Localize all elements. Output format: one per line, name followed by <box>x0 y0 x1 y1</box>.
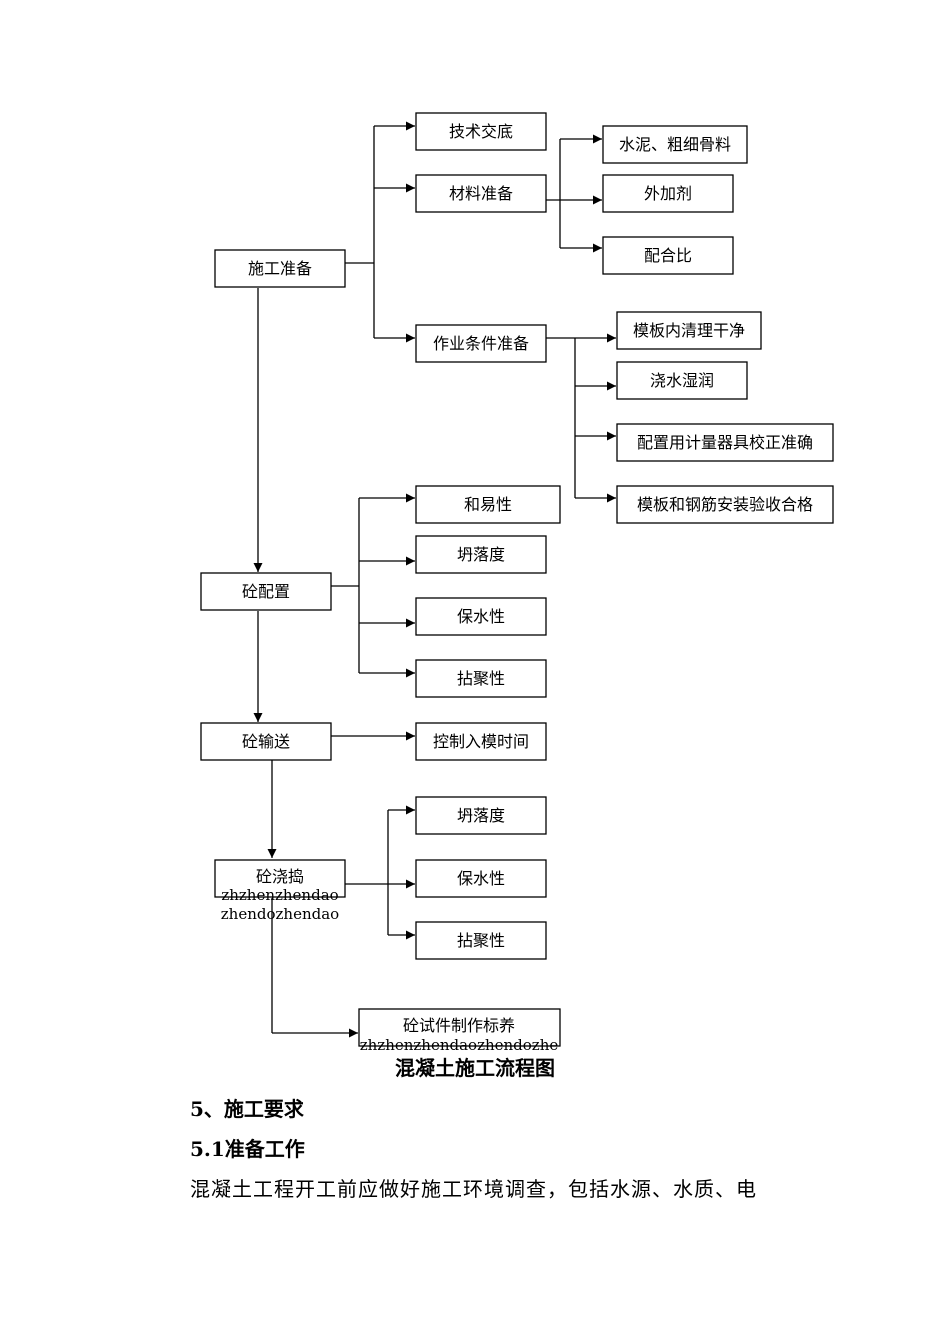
box-slump-2 <box>415 796 547 835</box>
label-specimen-note: zhzhenzhendaozhendozhe <box>360 1036 559 1054</box>
label-water-retention-1: 保水性 <box>457 607 505 626</box>
label-concrete-pour: 砼浇捣 <box>256 867 304 886</box>
label-slump-1: 坍落度 <box>457 545 505 564</box>
box-work-condition-prep <box>415 324 547 363</box>
label-workability: 和易性 <box>464 495 512 514</box>
label-slump-2: 坍落度 <box>457 806 505 825</box>
label-water-wetting: 浇水湿润 <box>650 371 714 390</box>
box-workability <box>415 485 561 524</box>
boxes <box>200 112 834 1047</box>
label-tech-briefing: 技术交底 <box>449 122 513 141</box>
label-cement-aggregate: 水泥、粗细骨料 <box>619 135 731 154</box>
box-concrete-mix <box>200 572 332 611</box>
label-prep: 施工准备 <box>248 259 312 278</box>
label-pour-note-1: zhzhenzhendao <box>221 886 338 904</box>
construction-flowchart: 施工准备 技术交底 材料准备 水泥、粗细骨料 外加剂 配合比 作业条件准备 模板… <box>200 112 834 1054</box>
box-specimen <box>358 1008 561 1047</box>
box-cohesion-2 <box>415 921 547 960</box>
box-mix-ratio <box>602 236 734 275</box>
box-concrete-pour <box>214 859 346 898</box>
label-control-time: 控制入模时间 <box>433 732 529 751</box>
label-cohesion-2: 拈聚性 <box>457 931 505 950</box>
label-water-retention-2: 保水性 <box>457 869 505 888</box>
subsection-heading: 5.1准备工作 <box>190 1137 305 1161</box>
box-water-retention-2 <box>415 859 547 898</box>
label-cohesion-1: 拈聚性 <box>457 669 505 688</box>
connectors <box>253 121 616 1038</box>
box-formwork-clean <box>616 311 762 350</box>
label-work-condition-prep: 作业条件准备 <box>433 334 529 353</box>
box-water-retention-1 <box>415 597 547 636</box>
label-concrete-mix: 砼配置 <box>242 582 290 601</box>
label-formwork-rebar-accept: 模板和钢筋安装验收合格 <box>637 495 813 514</box>
box-water-wetting <box>616 361 748 400</box>
label-formwork-clean: 模板内清理干净 <box>633 321 745 340</box>
box-formwork-rebar-accept <box>616 485 834 524</box>
label-material-prep: 材料准备 <box>449 184 513 203</box>
label-concrete-transport: 砼输送 <box>242 732 290 751</box>
box-prep <box>214 249 346 288</box>
box-calibrate-measure <box>616 423 834 462</box>
box-slump-1 <box>415 535 547 574</box>
box-material-prep <box>415 174 547 213</box>
label-pour-note-2: zhendozhendao <box>221 905 339 923</box>
label-specimen: 砼试件制作标养 <box>403 1016 515 1035</box>
box-concrete-transport <box>200 722 332 761</box>
box-tech-briefing <box>415 112 547 151</box>
label-mix-ratio: 配合比 <box>644 246 692 265</box>
figure-caption: 混凝土施工流程图 <box>395 1056 555 1080</box>
box-cohesion-1 <box>415 659 547 698</box>
label-calibrate-measure: 配置用计量器具校正准确 <box>637 433 813 452</box>
label-admixture: 外加剂 <box>644 184 692 203</box>
body-paragraph: 混凝土工程开工前应做好施工环境调查，包括水源、水质、电 <box>190 1177 757 1201</box>
section-heading: 5、施工要求 <box>190 1097 304 1121</box>
box-admixture <box>602 174 734 213</box>
box-cement-aggregate <box>602 125 748 164</box>
box-control-time <box>415 722 547 761</box>
